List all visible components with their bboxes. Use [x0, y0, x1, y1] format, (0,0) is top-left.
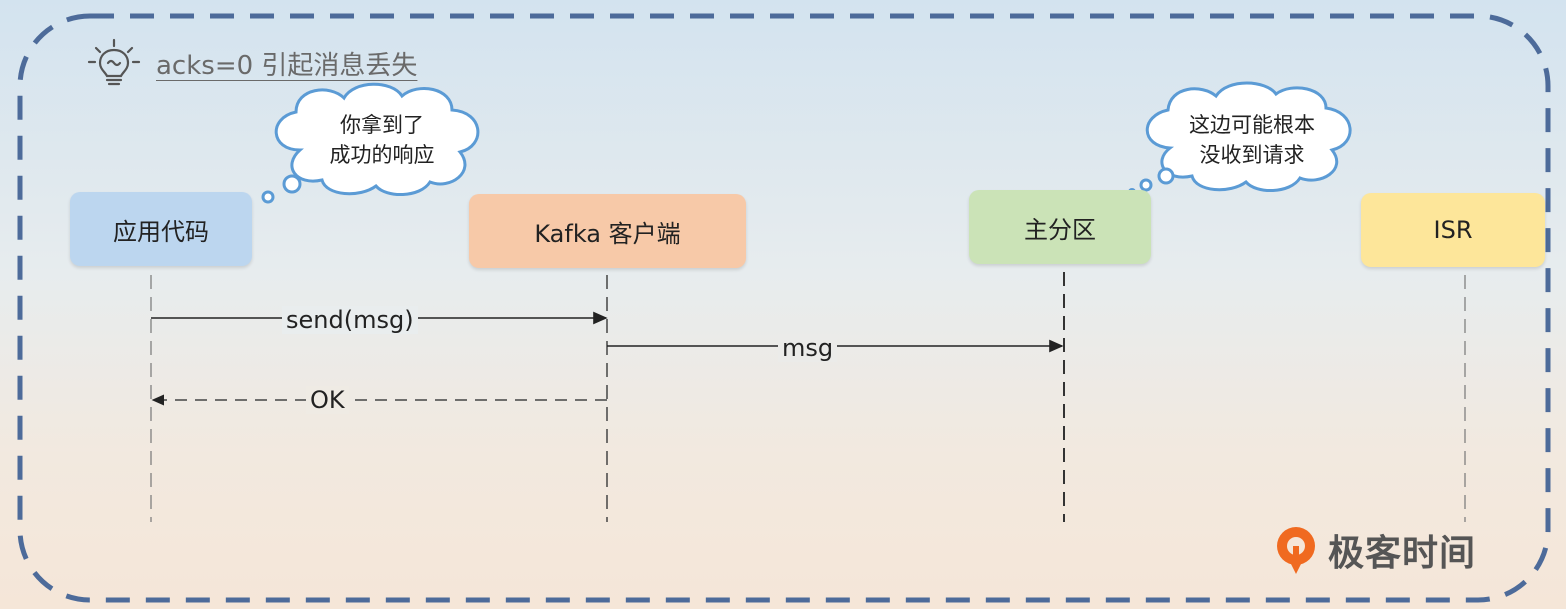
message-msg-label: msg [778, 334, 838, 362]
participant-kafka-client: Kafka 客户端 [469, 194, 746, 268]
bubble-leader-line1: 这边可能根本 [1189, 113, 1315, 137]
bubble-text-app: 你拿到了 成功的响应 [292, 110, 472, 170]
message-ok-label: OK [306, 386, 349, 414]
brand-logo: 极客时间 [1272, 522, 1476, 578]
thought-bubble-leader [1128, 81, 1352, 196]
message-send-label: send(msg) [282, 306, 418, 334]
bubble-app-line2: 成功的响应 [329, 143, 435, 167]
bubble-leader-line2: 没收到请求 [1199, 143, 1305, 167]
participant-leader-partition: 主分区 [969, 190, 1151, 264]
lightbulb-icon [87, 38, 141, 86]
bubble-app-line1: 你拿到了 [340, 113, 424, 137]
participant-isr: ISR [1361, 193, 1545, 267]
participant-app-code: 应用代码 [70, 192, 252, 266]
geektime-logo-icon [1277, 527, 1315, 574]
diagram-title: acks=0 引起消息丢失 [156, 50, 418, 81]
diagram-header: acks=0 引起消息丢失 [86, 38, 417, 88]
bubble-text-leader: 这边可能根本 没收到请求 [1162, 110, 1342, 170]
thought-bubble-app [242, 82, 480, 211]
dashed-frame [17, 13, 1551, 603]
brand-name: 极客时间 [1328, 533, 1477, 574]
